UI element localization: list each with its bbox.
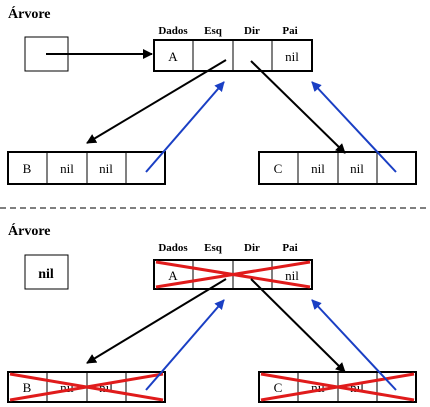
bottom-left-pai-arrow [145, 299, 225, 391]
top-left-pai-arrow [145, 81, 225, 173]
bottom-right-pai-arrow [311, 299, 397, 391]
top-dir-arrow [250, 60, 346, 154]
bottom-root-deleted-mark [155, 260, 311, 289]
top-title: Árvore [8, 5, 51, 22]
bottom-header-esq: Esq [204, 242, 223, 254]
bottom-right-node: C nil nil [258, 371, 417, 403]
bottom-esq-arrow [86, 278, 227, 364]
bottom-right-dados: C [274, 380, 283, 395]
bottom-left-dados: B [23, 380, 32, 395]
top-esq-arrow [86, 59, 227, 144]
top-right-dados: C [274, 161, 283, 176]
top-header-dados: Dados [158, 25, 188, 37]
top-left-dir: nil [99, 161, 113, 176]
bottom-left-node: B nil nil [7, 371, 166, 403]
top-header-esq: Esq [204, 25, 223, 37]
top-root-pai: nil [285, 49, 299, 64]
bottom-header-dir: Dir [244, 242, 260, 254]
top-right-esq: nil [311, 161, 325, 176]
bottom-right-deleted-mark [260, 372, 415, 402]
bottom-title: Árvore [8, 222, 51, 239]
top-right-pai-arrow [311, 81, 397, 173]
top-left-esq: nil [60, 161, 74, 176]
bottom-left-deleted-mark [9, 372, 164, 402]
bottom-header-pai: Pai [282, 242, 297, 254]
top-header-pai: Pai [282, 25, 297, 37]
bottom-root-node: A nil [153, 259, 313, 290]
bottom-root-dados: A [168, 268, 178, 283]
top-header-dir: Dir [244, 25, 260, 37]
top-left-node: B nil nil [7, 151, 166, 185]
bottom-root-pai: nil [285, 268, 299, 283]
top-root-node: A nil [153, 39, 313, 72]
bottom-tree-pointer-value: nil [38, 267, 54, 282]
bottom-panel: Árvore nil Dados Esq Dir Pai A nil [7, 222, 417, 403]
bottom-dir-arrow [250, 278, 346, 373]
bottom-tree-pointer-box [24, 254, 69, 290]
top-right-dir: nil [350, 161, 364, 176]
top-panel: Árvore Dados Esq Dir Pai A nil B nil nil [7, 5, 417, 185]
top-left-dados: B [23, 161, 32, 176]
bottom-header-dados: Dados [158, 242, 188, 254]
top-root-dados: A [168, 49, 178, 64]
